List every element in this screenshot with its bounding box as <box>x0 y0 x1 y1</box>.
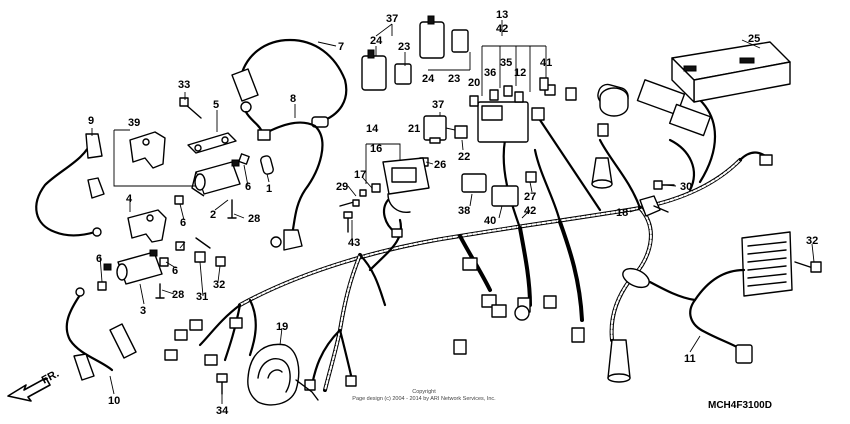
callout-numbers: 37 24 23 24 23 13 42 36 35 12 20 41 25 7… <box>88 9 818 417</box>
callout-5: 5 <box>213 99 219 111</box>
callout-33: 33 <box>178 79 190 91</box>
callout-38: 38 <box>458 205 470 217</box>
copyright-line-1: Copyright <box>412 389 436 395</box>
part-19-horn <box>247 343 319 406</box>
part-40-relay <box>491 185 519 207</box>
callout-18: 18 <box>616 207 628 219</box>
callout-34: 34 <box>216 405 229 417</box>
callout-2: 2 <box>210 209 216 221</box>
part-18-sensor <box>639 195 669 217</box>
callout-23-right: 23 <box>448 73 460 85</box>
leader-lines <box>91 20 815 404</box>
part-2-ignition-coil <box>191 159 241 197</box>
part-5-bracket <box>187 132 237 154</box>
callout-28-upper: 28 <box>248 213 260 225</box>
front-direction-arrow: FR. <box>7 368 61 402</box>
callout-31: 31 <box>196 291 208 303</box>
callout-14: 14 <box>366 123 379 135</box>
callout-4: 4 <box>126 193 133 205</box>
part-24-relay-lower <box>419 15 445 59</box>
part-4-bracket <box>127 209 167 243</box>
diagram-code: MCH4F3100D <box>708 400 772 411</box>
callout-11: 11 <box>684 353 696 365</box>
callout-17: 17 <box>354 169 366 181</box>
ecu-module <box>671 41 791 103</box>
part-3-ignition-coil <box>103 249 163 285</box>
callout-41: 41 <box>540 57 552 69</box>
copyright-line-2: Page design (c) 2004 - 2014 by ARI Netwo… <box>352 396 496 402</box>
callout-29: 29 <box>336 181 348 193</box>
part-8-sensor-cable <box>257 121 324 251</box>
arrow-icon <box>7 377 51 402</box>
callout-10: 10 <box>108 395 120 407</box>
callout-22: 22 <box>458 151 470 163</box>
callout-36: 36 <box>484 67 496 79</box>
part-22-small-relay <box>454 125 468 139</box>
main-wire-harness <box>198 98 772 392</box>
callout-25: 25 <box>748 33 760 45</box>
callout-3: 3 <box>140 305 146 317</box>
callout-16: 16 <box>370 143 382 155</box>
callout-26: 26 <box>434 159 446 171</box>
callout-43: 43 <box>348 237 360 249</box>
callout-13: 13 <box>496 9 508 21</box>
callout-24-right: 24 <box>422 73 435 85</box>
copyright-notice: Copyright Page design (c) 2004 - 2014 by… <box>352 389 496 402</box>
part-1-sleeve <box>260 155 274 175</box>
callout-19: 19 <box>276 321 288 333</box>
callout-8: 8 <box>290 93 296 105</box>
callout-27: 27 <box>524 191 536 203</box>
direction-label: FR. <box>40 368 61 387</box>
callout-37-mid: 37 <box>432 99 444 111</box>
callout-30: 30 <box>680 181 692 193</box>
harness-connectors <box>164 84 773 391</box>
part-16-unit <box>382 157 430 238</box>
callout-42-bottom: 42 <box>524 205 536 217</box>
part-11-regulator-rectifier <box>622 231 793 364</box>
callout-9: 9 <box>88 115 94 127</box>
callout-35: 35 <box>500 57 512 69</box>
callout-6-coil: 6 <box>245 181 251 193</box>
callout-32-left: 32 <box>213 279 225 291</box>
fasteners <box>97 97 822 395</box>
part-21-relay <box>423 115 447 144</box>
callout-7: 7 <box>338 41 344 53</box>
part-7-sensor-cable <box>231 38 348 134</box>
callout-39: 39 <box>128 117 140 129</box>
part-27-clip <box>525 171 537 183</box>
callout-6-left: 6 <box>96 253 102 265</box>
callout-12: 12 <box>514 67 526 79</box>
callout-42-top: 42 <box>496 23 508 35</box>
callout-32-right: 32 <box>806 235 818 247</box>
callout-1: 1 <box>266 183 272 195</box>
part-39-bracket <box>129 131 166 169</box>
part-38-relay <box>461 173 487 193</box>
callout-6-right: 6 <box>172 265 178 277</box>
callout-28-lower: 28 <box>172 289 184 301</box>
part-9-sensor-cable <box>35 133 105 237</box>
callout-37-top: 37 <box>386 13 398 25</box>
part-24-relay-upper <box>361 49 387 91</box>
part-10-sensor-cable <box>65 287 137 381</box>
callout-23-left: 23 <box>398 41 410 53</box>
canisters <box>591 87 631 383</box>
callout-6-upper: 6 <box>180 217 186 229</box>
fuse-box-cluster <box>469 77 549 143</box>
callout-40: 40 <box>484 215 496 227</box>
callout-24-left: 24 <box>370 35 383 47</box>
callout-20: 20 <box>468 77 480 89</box>
part-23-relays <box>394 29 469 85</box>
callout-21: 21 <box>408 123 420 135</box>
